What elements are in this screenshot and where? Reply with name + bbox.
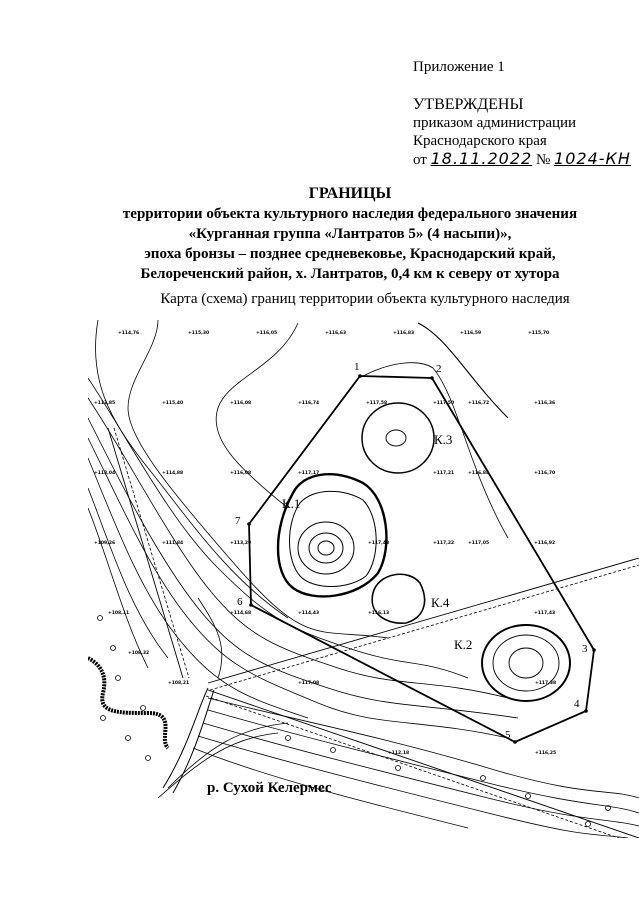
elevation-mark: +117,58 (366, 400, 387, 406)
approval-number: 1024-КН (554, 149, 631, 168)
approval-line-1: приказом администрации (413, 115, 577, 131)
elevation-mark: +116,84 (468, 470, 489, 476)
mound-label: К.2 (454, 637, 472, 652)
elevation-mark: +116,83 (393, 330, 414, 336)
approved-label: УТВЕРЖДЕНЫ (413, 96, 524, 113)
approval-date: 18.11.2022 (430, 149, 533, 168)
elevation-mark: +116,25 (535, 750, 556, 756)
elevation-mark: +116,59 (460, 330, 481, 336)
elevation-mark: +115,40 (162, 400, 183, 406)
river-bank (88, 656, 170, 750)
elevation-mark: +112,18 (388, 750, 409, 756)
approval-line-2: Краснодарского края (413, 133, 547, 149)
river-label: р. Сухой Келермес (207, 780, 332, 796)
title-line-3: эпоха бронзы – позднее средневековье, Кр… (144, 246, 556, 262)
number-label: № (535, 152, 551, 168)
boundary-point-marker (430, 376, 434, 380)
boundary-point-marker (584, 709, 588, 713)
elevation-mark: +117,08 (298, 680, 319, 686)
elevation-mark: +117,43 (368, 540, 389, 546)
from-label: от (413, 152, 427, 168)
elevation-mark: +109,26 (94, 540, 115, 546)
elevation-mark: +117,17 (298, 470, 319, 476)
elevation-mark: +117,50 (433, 400, 454, 406)
elevation-mark: +114,88 (162, 470, 183, 476)
approval-date-line: от 18.11.2022 № 1024-КН (413, 150, 631, 169)
boundary-point-label: 5 (505, 729, 511, 741)
elevation-mark: +117,22 (433, 540, 454, 546)
boundary-point-label: 2 (436, 363, 442, 375)
map-canvas: 1 2 3 4 5 6 7 К.1К.2 К.3К.4 +114,76 +115,30 +116,… (88, 319, 639, 838)
elevation-mark: +113,85 (94, 400, 115, 406)
mound-label: К.4 (431, 595, 450, 610)
boundary-point-label: 7 (235, 515, 241, 527)
boundary-point-label: 6 (237, 596, 243, 608)
elevation-mark: +116,13 (368, 610, 389, 616)
roads (107, 427, 639, 838)
boundary-point-marker (249, 603, 253, 607)
contour-lines (88, 319, 639, 838)
elevation-mark: +116,92 (534, 540, 555, 546)
title-line-4: Белореченский район, х. Лантратов, 0,4 к… (140, 266, 560, 282)
elevation-mark: +108,32 (128, 650, 149, 656)
elevation-mark: +117,38 (535, 680, 556, 686)
elevation-mark: +117,43 (534, 610, 555, 616)
elevation-mark: +116,05 (256, 330, 277, 336)
elevation-mark: +117,21 (433, 470, 454, 476)
boundary-point-marker (358, 374, 362, 378)
appendix-label: Приложение 1 (413, 59, 505, 75)
boundary-points: 1 2 3 4 5 6 7 (235, 361, 596, 744)
elevation-mark: +115,70 (528, 330, 549, 336)
map-caption: Карта (схема) границ территории объекта … (160, 291, 570, 307)
document-title: ГРАНИЦЫ территории объекта культурного н… (90, 184, 610, 284)
approval-block: Приложение 1 УТВЕРЖДЕНЫ приказом админис… (413, 58, 631, 169)
tree-symbols (97, 615, 611, 827)
title-line-1: территории объекта культурного наследия … (122, 206, 578, 222)
elevation-mark: +116,08 (230, 470, 251, 476)
mounds (276, 402, 571, 702)
elevation-mark: +116,63 (325, 330, 346, 336)
elevation-mark: +116,74 (298, 400, 319, 406)
mound-label: К.1 (282, 496, 300, 511)
boundary-point-marker (247, 522, 251, 526)
elevation-mark: +116,08 (230, 400, 251, 406)
elevation-mark: +114,68 (230, 610, 251, 616)
boundary-point-label: 3 (582, 643, 588, 655)
territory-boundary (248, 375, 595, 743)
elevation-mark: +113,29 (230, 540, 251, 546)
elevation-mark: +116,70 (534, 470, 555, 476)
boundary-point-label: 1 (354, 361, 360, 373)
elevation-mark: +114,43 (298, 610, 319, 616)
boundary-point-label: 4 (574, 698, 580, 710)
elevation-mark: +117,05 (468, 540, 489, 546)
elevation-mark: +114,76 (118, 330, 139, 336)
elevation-mark: +108,21 (168, 680, 189, 686)
elevation-mark: +115,30 (188, 330, 209, 336)
title-line-2: «Курганная группа «Лантратов 5» (4 насып… (188, 226, 512, 242)
boundary-point-marker (592, 648, 596, 652)
elevation-labels: +114,76 +115,30 +116,05 +116,63 +116,83 +116,… (94, 330, 556, 756)
elevation-mark: +116,72 (468, 400, 489, 406)
boundary-point-marker (513, 740, 517, 744)
elevation-mark: +108,11 (108, 610, 129, 616)
title-heading: ГРАНИЦЫ (308, 185, 392, 202)
mound-labels: К.1К.2 К.3К.4 (282, 432, 472, 652)
elevation-mark: +113,04 (94, 470, 115, 476)
elevation-mark: +116,36 (534, 400, 555, 406)
elevation-mark: +111,84 (162, 540, 183, 546)
mound-label: К.3 (434, 432, 452, 447)
